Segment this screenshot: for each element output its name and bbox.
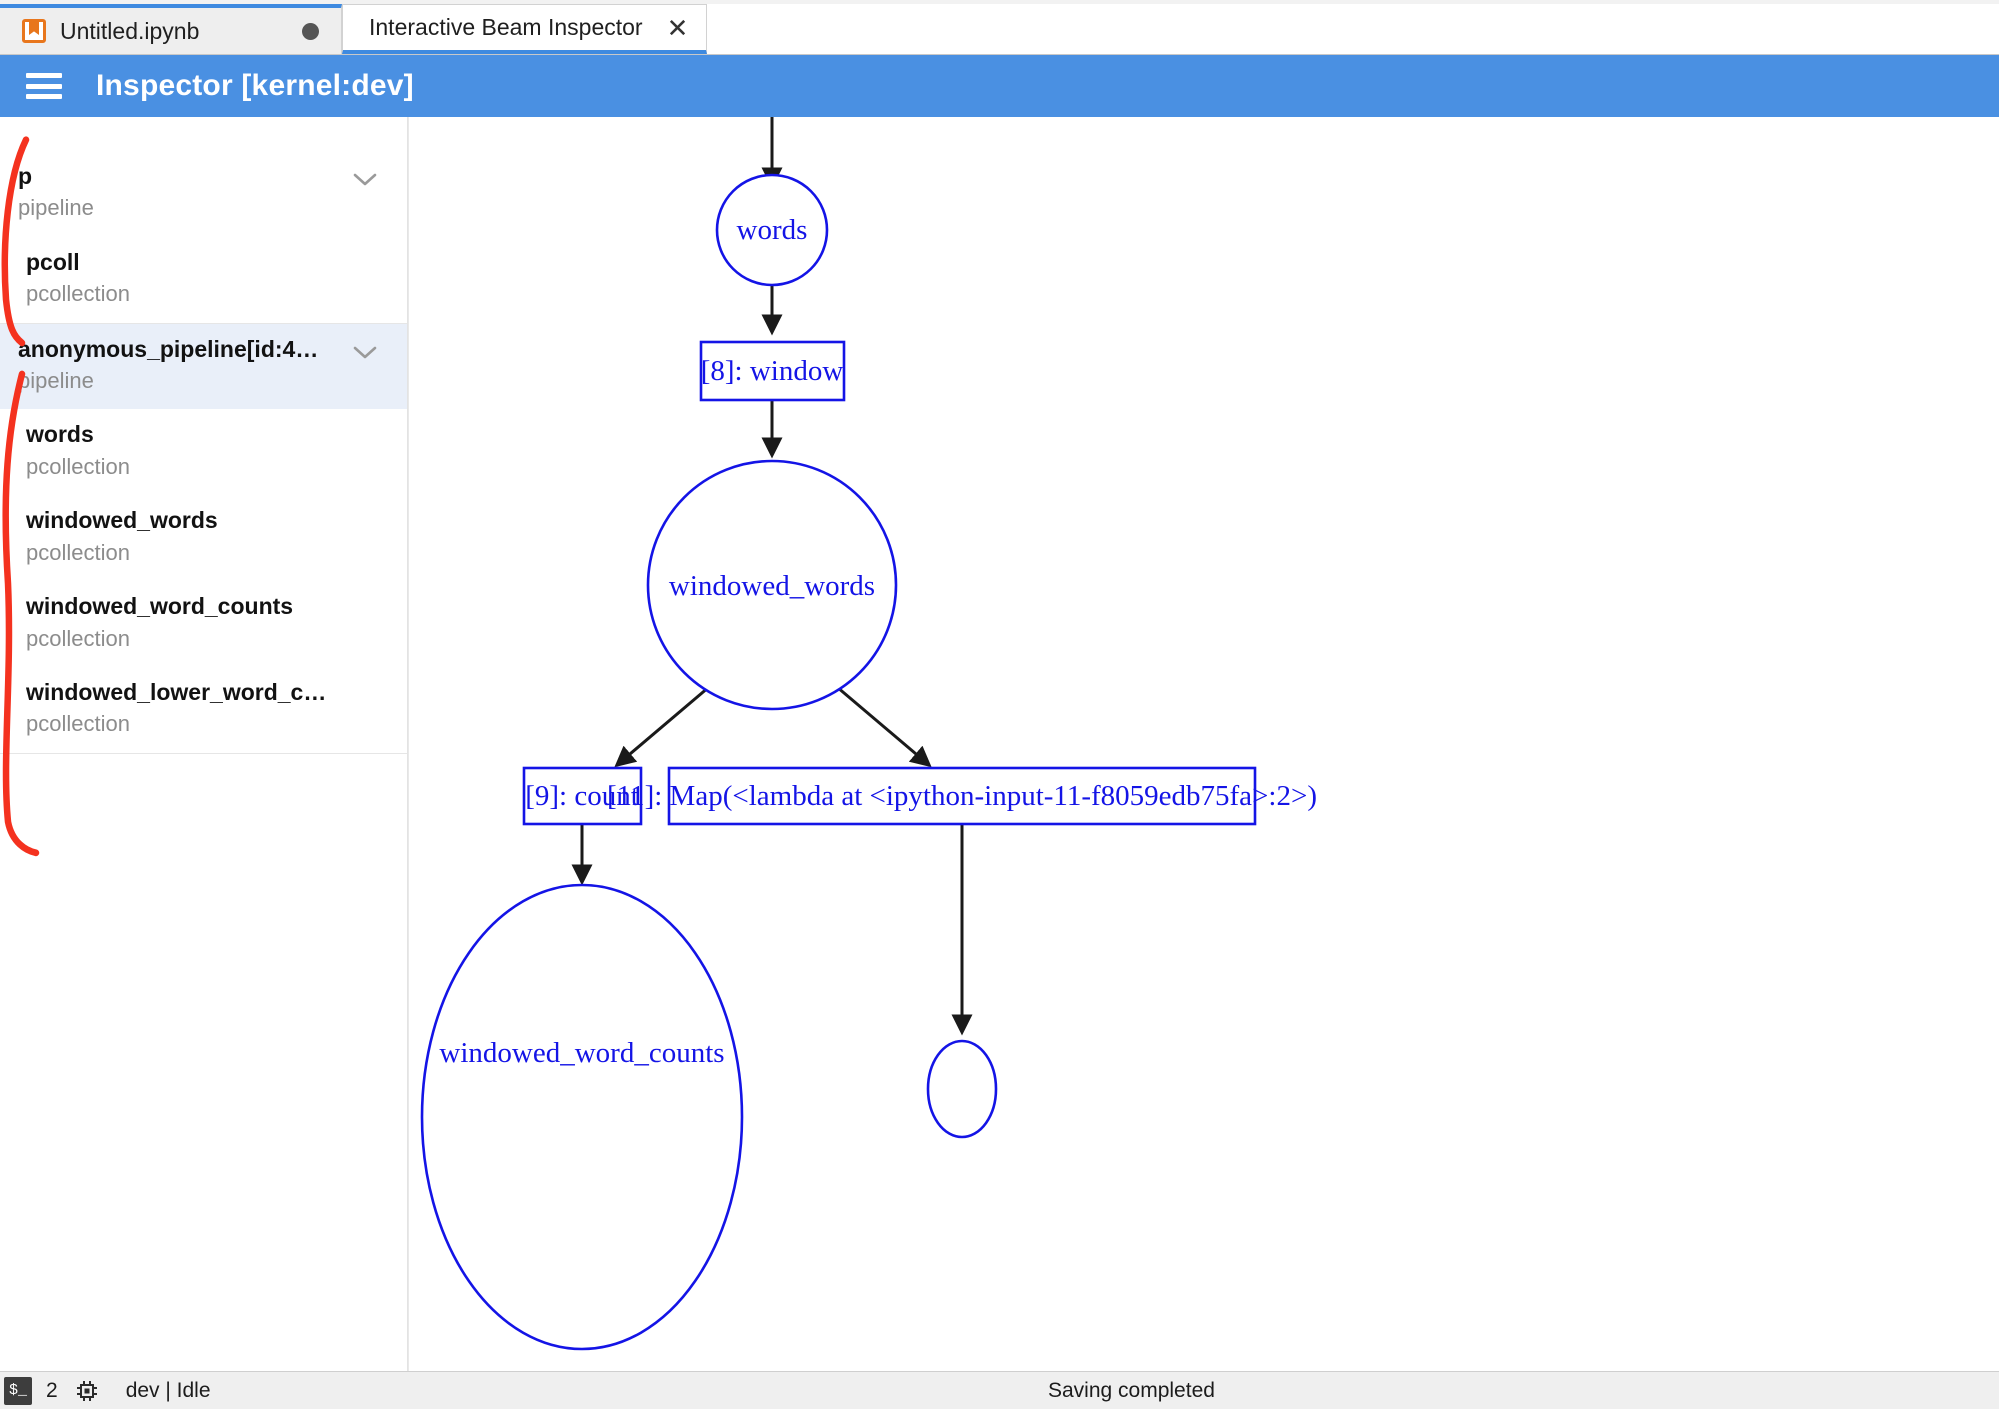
sidebar-item-p[interactable]: p pipeline [0,151,407,237]
node-shape-circle[interactable] [420,883,744,1351]
notebook-icon [22,19,46,43]
cpu-chip-icon[interactable] [74,1378,100,1404]
inspectables-sidebar[interactable]: p pipeline pcoll pcollection anonymous_p… [0,117,408,1371]
tab-bar: Untitled.ipynb Interactive Beam Inspecto… [0,0,1999,55]
kernel-status[interactable]: dev | Idle [125,1378,211,1402]
sidebar-item-windowed-lower-word-counts[interactable]: windowed_lower_word_counts pcollection [0,667,407,753]
tab-label: Untitled.ipynb [60,17,200,44]
terminal-count: 2 [46,1378,58,1402]
tab-interactive-beam-inspector[interactable]: Interactive Beam Inspector ✕ [342,4,708,54]
node-shape-circle[interactable] [926,1039,998,1139]
graph-node-label: [8]: window [701,355,844,387]
sidebar-item-name: pcoll [26,248,80,275]
sidebar-item-name: anonymous_pipeline[id:44516… [18,335,370,362]
sidebar-item-type: pipeline [18,368,94,394]
graph-node-label: windowed_words [669,570,875,602]
graph-node-label: [11]: Map(<lambda at <ipython-input-11-f… [607,780,1317,812]
node-shape-box[interactable] [699,340,846,402]
tab-bar-filler [707,4,1999,54]
tab-label: Interactive Beam Inspector [369,14,643,40]
graph-node-unnamed-pcoll[interactable] [926,1039,998,1139]
terminal-icon[interactable]: $_ [4,1376,32,1405]
sidebar-group-pipeline-anonymous: anonymous_pipeline[id:44516… pipeline wo… [0,323,407,754]
graph-node-windowed-word-counts[interactable]: windowed_word_counts [420,883,744,1351]
close-icon[interactable]: ✕ [666,12,689,43]
pipeline-graph[interactable]: words [8]: window windowed_words [409,117,1999,1371]
sidebar-item-name: p [18,163,33,189]
node-shape-circle[interactable] [715,173,829,287]
sidebar-item-type: pipeline [18,195,94,221]
sidebar-item-type: pcollection [26,281,130,307]
sidebar-item-type: pcollection [26,453,130,479]
graph-node-label: [9]: count [525,780,639,812]
sidebar-item-type: pcollection [26,711,130,737]
graph-node-windowed-words[interactable]: windowed_words [646,459,898,711]
unsaved-indicator-dot[interactable] [302,22,319,40]
inspector-header: Inspector [kernel:dev] [0,55,1999,117]
sidebar-item-name: words [26,421,94,448]
pipeline-graph-panel[interactable]: words [8]: window windowed_words [408,117,1999,1371]
graph-nodes[interactable]: words [8]: window windowed_words [420,173,1317,1351]
sidebar-item-type: pcollection [26,539,130,565]
sidebar-item-windowed-word-counts[interactable]: windowed_word_counts pcollection [0,581,407,667]
chevron-down-icon[interactable] [353,173,377,187]
sidebar-item-name: windowed_lower_word_counts [26,678,366,705]
status-bar: $_ 2 dev | Idle Saving completed [0,1371,1999,1409]
node-shape-circle[interactable] [646,459,898,711]
graph-node-label: windowed_word_counts [439,1037,724,1069]
graph-node-words[interactable]: words [715,173,829,287]
page-title: Inspector [kernel:dev] [96,69,414,102]
graph-edges [571,117,973,1036]
graph-node-window[interactable]: [8]: window [699,340,846,402]
sidebar-group-pipeline-p: p pipeline pcoll pcollection [0,151,407,324]
node-shape-box[interactable] [667,766,1257,826]
sidebar-item-pcoll[interactable]: pcoll pcollection [0,237,407,323]
node-shape-box[interactable] [522,766,643,826]
sidebar-item-windowed-words[interactable]: windowed_words pcollection [0,495,407,581]
tab-untitled-ipynb[interactable]: Untitled.ipynb [0,4,342,54]
sidebar-item-name: windowed_word_counts [26,593,294,620]
inspector-body: p pipeline pcoll pcollection anonymous_p… [0,117,1999,1371]
sidebar-item-words[interactable]: words pcollection [0,409,407,495]
graph-node-label: words [737,214,808,246]
edge-windowed-words-to-count [614,685,710,768]
sidebar-item-type: pcollection [26,625,130,651]
chevron-down-icon[interactable] [353,346,377,360]
hamburger-menu-icon[interactable] [26,73,62,99]
sidebar-item-anonymous-pipeline[interactable]: anonymous_pipeline[id:44516… pipeline [0,323,407,410]
graph-node-count[interactable]: [9]: count [522,766,643,826]
edge-windowed-words-to-map [836,685,932,768]
sidebar-item-name: windowed_words [26,507,218,534]
graph-node-map-lambda[interactable]: [11]: Map(<lambda at <ipython-input-11-f… [607,766,1317,826]
save-status: Saving completed [1048,1378,1215,1402]
